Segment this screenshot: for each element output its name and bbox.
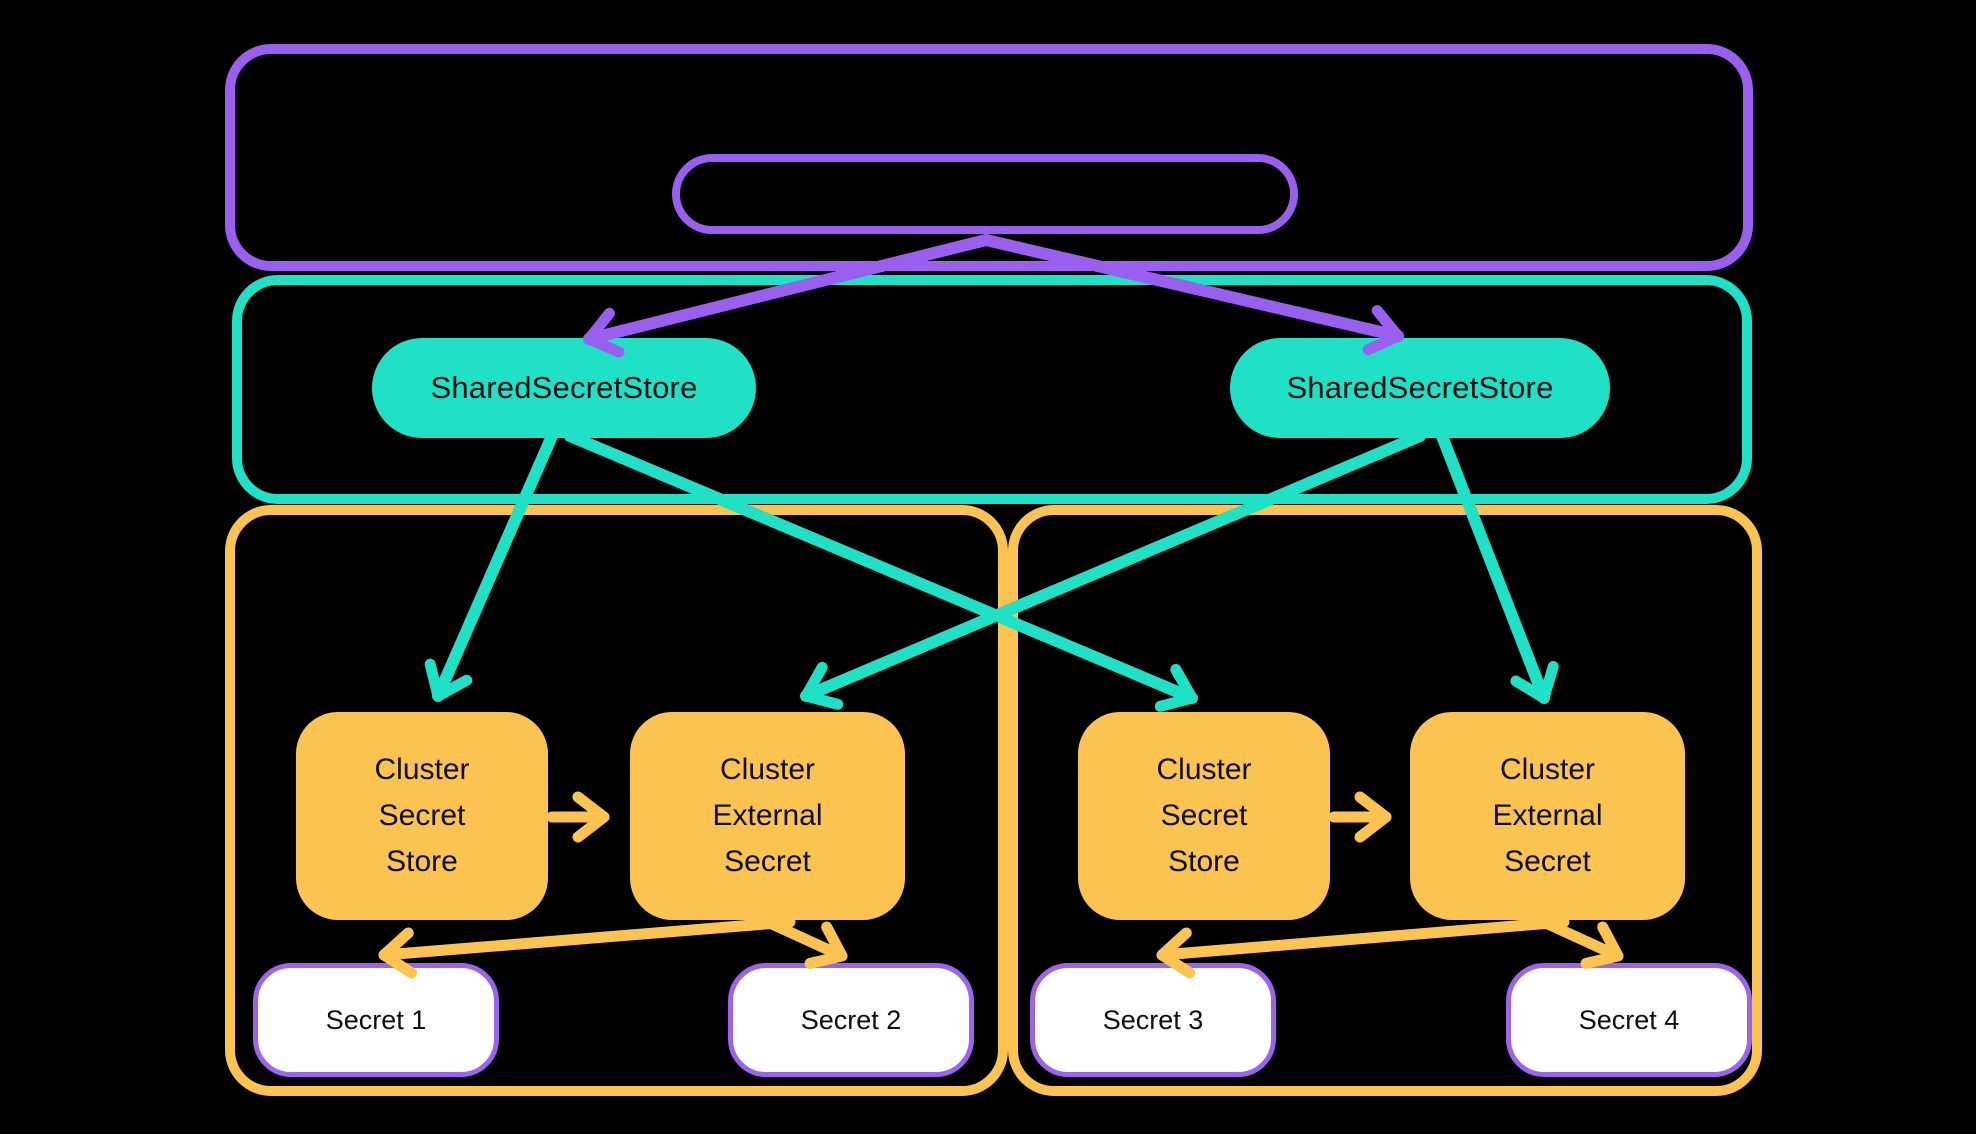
cluster-2-secret-store-label: Cluster Secret Store — [1156, 753, 1252, 878]
secret-1-label: Secret 1 — [325, 1004, 427, 1035]
shared-secret-store-right-label: SharedSecretStore — [1286, 370, 1554, 405]
shared-secret-store-left: SharedSecretStore — [372, 338, 756, 438]
top-group-pill — [672, 154, 1298, 234]
cluster-1-external-secret-label: Cluster External Secret — [712, 753, 823, 878]
shared-secret-store-right: SharedSecretStore — [1230, 338, 1610, 438]
cluster-1-secret-store-box: Cluster Secret Store — [296, 712, 548, 920]
cluster-2-external-secret-box: Cluster External Secret — [1410, 712, 1685, 920]
secret-4-pill: Secret 4 — [1506, 963, 1752, 1077]
cluster-2-secret-store-box: Cluster Secret Store — [1078, 712, 1330, 920]
secret-4-label: Secret 4 — [1578, 1004, 1680, 1035]
secret-2-label: Secret 2 — [800, 1004, 902, 1035]
secret-1-pill: Secret 1 — [253, 963, 499, 1077]
secret-3-pill: Secret 3 — [1030, 963, 1276, 1077]
cluster-1-external-secret-box: Cluster External Secret — [630, 712, 905, 920]
secret-2-pill: Secret 2 — [728, 963, 974, 1077]
shared-secret-store-left-label: SharedSecretStore — [430, 370, 698, 405]
cluster-1-secret-store-label: Cluster Secret Store — [374, 753, 470, 878]
secret-3-label: Secret 3 — [1102, 1004, 1204, 1035]
cluster-2-external-secret-label: Cluster External Secret — [1492, 753, 1603, 878]
